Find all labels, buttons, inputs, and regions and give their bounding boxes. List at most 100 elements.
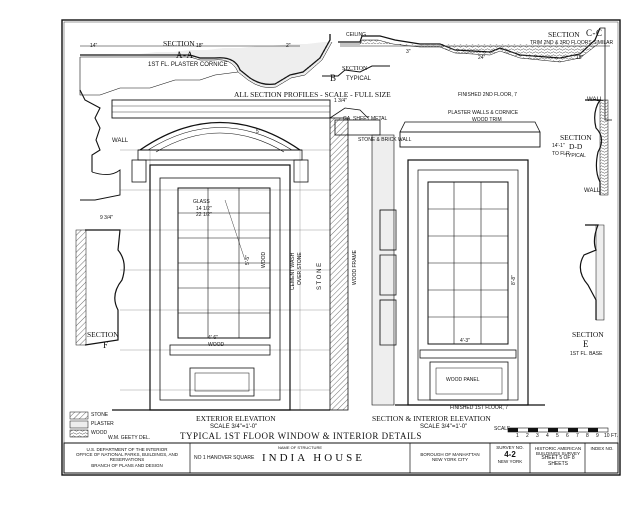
scale-tick: 10 FT. — [604, 433, 618, 439]
dim-5: 5' — [256, 129, 260, 135]
section-e-profile — [579, 224, 605, 321]
wood-trim-note: WOOD TRIM — [472, 117, 502, 123]
wood-panel-label: WOOD PANEL — [446, 377, 480, 383]
dim-14-a: 14" — [90, 43, 98, 49]
agency-line-3: BRANCH OF PLANS AND DESIGN — [91, 462, 163, 468]
legend-stone: STONE — [91, 412, 109, 418]
exterior-elevation-drawing — [111, 99, 331, 411]
section-e-subtitle: 1ST FL. BASE — [570, 351, 603, 357]
wall-label-right-top: WALL — [587, 97, 604, 103]
interior-elevation-drawing — [395, 121, 545, 406]
wood-frame-left-label: WOOD — [261, 251, 267, 268]
drawing-main-title: TYPICAL 1ST FLOOR WINDOW & INTERIOR DETA… — [180, 431, 422, 441]
over-stone-note: OVER STONE — [297, 252, 303, 285]
graphic-scale — [507, 427, 609, 433]
finished-2nd-floor-note: FINISHED 2ND FLOOR, 7 — [458, 92, 517, 98]
legend-wood: WOOD — [91, 430, 108, 436]
finished-1st-floor-note: FINISHED 1ST FLOOR, 7 — [450, 405, 508, 411]
scale-tick: 4 — [546, 433, 549, 439]
dim-9-34: 9 3/4" — [100, 215, 113, 221]
title-block-habs: HISTORIC AMERICAN BUILDINGS SURVEY SHEET… — [532, 446, 584, 468]
scale-tick: 5 — [556, 433, 559, 439]
dim-to-floor: TO FLR — [552, 151, 570, 157]
section-cc-title: SECTION — [548, 30, 580, 39]
dim-14-1: 14'-1" — [552, 143, 565, 149]
section-e-title: SECTION — [572, 330, 604, 339]
sill-width-dim: 4'-6" — [208, 335, 218, 341]
scale-tick: 6 — [566, 433, 569, 439]
stone-brick-note: STONE & BRICK WALL — [358, 137, 412, 143]
wood-frame-vertical-label: WOOD FRAME — [352, 250, 358, 285]
section-f-profile — [75, 229, 125, 346]
agency-line-2: OFFICE OF NATIONAL PARKS, BUILDINGS, AND… — [76, 452, 178, 463]
dim-2-a: 2" — [286, 43, 291, 49]
scale-tick: 9 — [596, 433, 599, 439]
section-cc-subtitle: TRIM 2ND & 3RD FLOORS SIMILAR — [530, 40, 614, 46]
section-b-profile — [322, 65, 390, 77]
wall-label-left: WALL — [112, 138, 129, 144]
section-aa-profile — [79, 34, 333, 201]
section-dd-letters: D-D — [569, 142, 583, 151]
wall-section-drawing — [329, 107, 397, 411]
dim-18-a: 18" — [196, 43, 204, 49]
glass-label: GLASS — [193, 199, 210, 205]
glass-height-dim: 22 1/2" — [196, 212, 212, 218]
section-dd-profile — [585, 99, 609, 196]
scale-tick: 8 — [586, 433, 589, 439]
section-cc-letters: C-C — [586, 28, 603, 38]
delineator-credit: W.M. GEETY DEL. — [108, 435, 151, 441]
section-aa-letters: A-A — [176, 50, 194, 60]
scale-tick: 2 — [526, 433, 529, 439]
interior-width-dim: 4'-3" — [460, 338, 470, 344]
profiles-scale-note: ALL SECTION PROFILES - SCALE - FULL SIZE — [234, 90, 391, 99]
dim-5-5: 5'-5" — [245, 255, 251, 265]
section-aa-title: SECTION — [163, 39, 195, 48]
agency-line-1: U.S. DEPARTMENT OF THE INTERIOR — [86, 447, 168, 452]
name-of-structure-caption: NAME OF STRUCTURE — [278, 445, 322, 450]
section-b-title: SECTION — [342, 66, 368, 72]
scale-tick: 1 — [516, 433, 519, 439]
structure-name: INDIA HOUSE — [262, 452, 365, 464]
section-dd-subtitle: TYPICAL — [565, 153, 586, 159]
title-block-grid — [63, 442, 619, 474]
section-b-letter: B — [330, 73, 337, 83]
section-e-letter: E — [583, 339, 589, 349]
survey-sub: NEW YORK — [497, 459, 523, 465]
exterior-elevation-scale: SCALE 3/4"=1'-0" — [210, 424, 258, 430]
wood-sill-label: WOOD — [208, 342, 225, 348]
structure-address: NO 1 HANOVER SQUARE — [194, 455, 255, 461]
section-cc-profile — [338, 27, 612, 121]
legend-plaster: PLASTER — [91, 421, 114, 427]
title-block-agency: U.S. DEPARTMENT OF THE INTERIOR OFFICE O… — [66, 447, 188, 468]
habs-line-1: HISTORIC AMERICAN — [534, 446, 582, 451]
survey-number: 4-2 — [504, 450, 516, 460]
section-interior-caption: SECTION & INTERIOR ELEVATION — [372, 414, 491, 423]
survey-caption: SURVEY NO. — [496, 445, 524, 450]
glass-width-dim: 14 1/2" — [196, 206, 212, 212]
section-f-letter: F — [103, 340, 109, 350]
dim-3-a: 3" — [406, 49, 411, 55]
stone-vertical-label: S T O N E — [317, 262, 323, 290]
section-f-title: SECTION — [87, 330, 119, 339]
index-caption: INDEX NO. — [590, 446, 614, 451]
scale-tick: 7 — [576, 433, 579, 439]
title-block-survey: SURVEY NO. 4-2 NEW YORK — [492, 445, 528, 465]
wall-label-right-mid: WALL — [584, 188, 601, 194]
ceiling-label: CEILING — [346, 32, 367, 38]
material-legend — [69, 411, 89, 438]
dim-18-b: 18" — [576, 55, 584, 61]
sheet-number-text: SHEET 5 OF 8 SHEETS — [541, 455, 575, 468]
borough-text: BOROUGH OF MANHATTAN — [420, 452, 480, 457]
sheet-metal-note: GA. SHEET METAL — [343, 116, 388, 122]
plaster-walls-note: PLASTER WALLS & CORNICE — [448, 110, 519, 116]
dim-1-34: 1 3/4" — [334, 98, 347, 104]
title-block-location: BOROUGH OF MANHATTAN NEW YORK CITY — [412, 452, 488, 462]
cement-wash-note: CEMENT WASH — [290, 252, 296, 290]
section-b-subtitle: TYPICAL — [346, 76, 372, 82]
graphic-scale-label: SCALE — [494, 426, 511, 432]
section-interior-scale: SCALE 3/4"=1'-0" — [420, 424, 468, 430]
dim-8-8: 8'-8" — [511, 275, 517, 285]
scale-tick: 3 — [536, 433, 539, 439]
city-text: NEW YORK CITY — [432, 457, 468, 463]
